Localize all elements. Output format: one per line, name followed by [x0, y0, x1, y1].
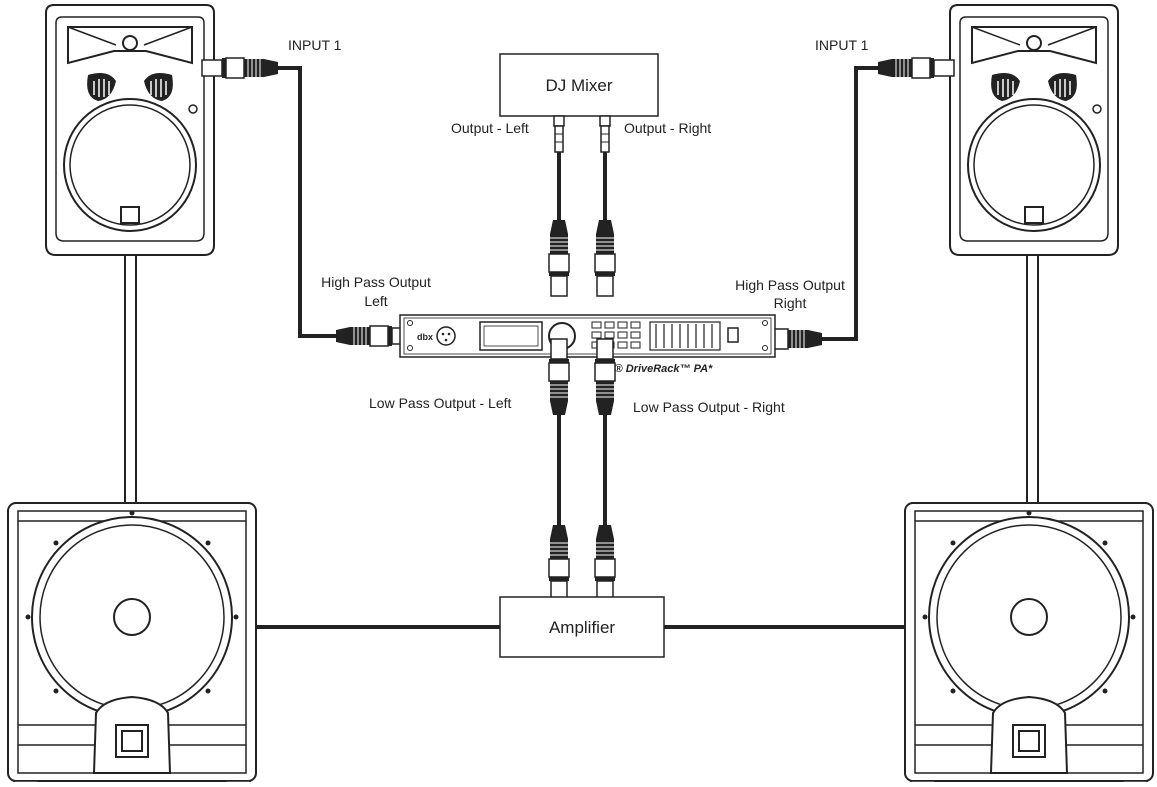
device-logo: dbx — [417, 332, 433, 342]
lp-left-label: Low Pass Output - Left — [369, 395, 512, 411]
xlr-connector-icon — [858, 58, 954, 78]
hp-right-label-line2: Right — [774, 295, 807, 311]
device-name: dbx® DriveRack™ PA* — [595, 363, 713, 375]
mic-input-jack — [436, 326, 456, 346]
cable-high-pass-right — [838, 66, 894, 341]
amplifier: Amplifier — [499, 596, 665, 658]
right-speaker-pole — [1026, 254, 1039, 504]
hp-right-label-line1: High Pass Output — [735, 277, 845, 293]
cable-high-pass-left — [260, 66, 318, 338]
left-subwoofer — [7, 502, 257, 787]
hp-left-label-line2: Left — [364, 293, 387, 309]
power-switch — [727, 327, 739, 343]
lp-right-label: Low Pass Output - Right — [633, 399, 785, 415]
xlr-connector-icon — [593, 503, 617, 603]
pa-speaker-icon — [949, 4, 1119, 256]
xlr-connector-icon — [547, 503, 571, 603]
right-top-speaker — [949, 4, 1119, 256]
xlr-connector-icon — [549, 339, 569, 435]
hp-left-label-line1: High Pass Output — [321, 274, 431, 290]
output-right-label: Output - Right — [624, 120, 711, 136]
xlr-connector-icon — [316, 326, 412, 346]
subwoofer-icon — [7, 502, 257, 787]
left-speaker-pole — [124, 254, 137, 504]
xlr-connector-icon — [202, 58, 298, 78]
lcd-display — [479, 321, 543, 351]
output-left-label: Output - Left — [451, 120, 529, 136]
xlr-connector-icon — [593, 198, 617, 298]
left-top-speaker — [45, 4, 215, 256]
input-right-label: INPUT 1 — [815, 37, 869, 53]
meter-strip — [649, 321, 721, 351]
xlr-connector-icon — [595, 339, 615, 435]
dj-mixer: DJ Mixer — [499, 53, 659, 117]
subwoofer-icon — [904, 502, 1154, 787]
dj-mixer-label: DJ Mixer — [545, 76, 612, 95]
pa-speaker-icon — [45, 4, 215, 256]
xlr-connector-icon — [547, 198, 571, 298]
input-left-label: INPUT 1 — [288, 37, 342, 53]
right-subwoofer — [904, 502, 1154, 787]
amplifier-label: Amplifier — [549, 618, 615, 637]
driverack-processor: dbx — [399, 314, 776, 358]
